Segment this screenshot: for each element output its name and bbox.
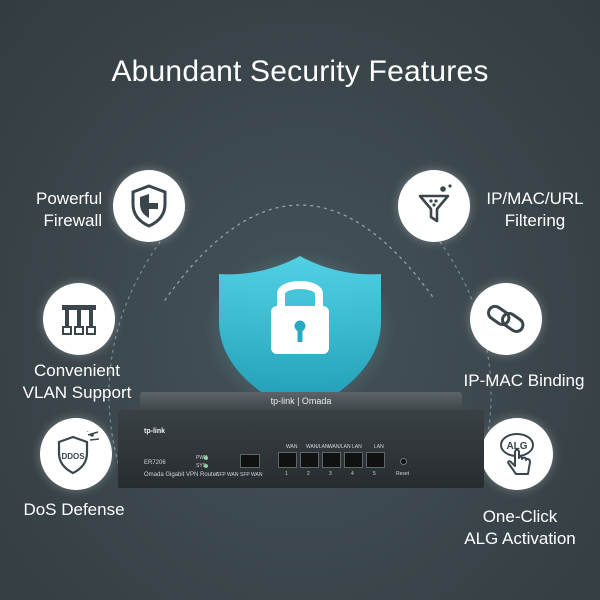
vlan-label-line2: VLAN Support <box>22 383 132 402</box>
router-device: tp-link | Omada tp-link ER7206 Omada Gig… <box>118 392 484 492</box>
sfp-label-1: SFP WAN <box>216 472 239 478</box>
firewall-label: Powerful Firewall <box>36 188 102 232</box>
ethernet-port-3 <box>322 452 341 468</box>
router-top-brand: tp-link | Omada <box>270 396 332 406</box>
led-label-sys: SYS <box>196 463 207 469</box>
ddos-icon-text: DDOS <box>61 452 85 461</box>
alg-icon-text: ALG <box>506 441 527 452</box>
router-top-panel: tp-link | Omada <box>140 392 462 412</box>
dos-label: DoS Defense <box>14 499 134 521</box>
reset-button <box>400 458 407 465</box>
pwr-led <box>204 456 208 460</box>
filtering-label: IP/MAC/URL Filtering <box>482 188 588 232</box>
ethernet-port-4 <box>344 452 363 468</box>
binding-label-line1: IP-MAC Binding <box>463 371 585 390</box>
shield-icon <box>113 170 185 242</box>
vlan-label: Convenient VLAN Support <box>14 360 140 404</box>
port-group-label-1: WAN <box>286 444 298 450</box>
ddos-icon: DDOS <box>40 418 112 490</box>
filtering-label-line2: Filtering <box>504 211 566 230</box>
vlan-label-line1: Convenient <box>33 361 120 380</box>
router-front-panel: tp-link ER7206 Omada Gigabit VPN Router … <box>118 410 484 488</box>
router-subtitle: Omada Gigabit VPN Router <box>144 472 219 478</box>
port-number-1: 1 <box>285 471 288 477</box>
firewall-label-line2: Firewall <box>43 211 102 230</box>
link-icon <box>470 283 542 355</box>
alg-label-line2: ALG Activation <box>464 529 576 548</box>
port-number-4: 4 <box>351 471 354 477</box>
port-number-3: 3 <box>329 471 332 477</box>
sys-led <box>204 464 208 468</box>
port-group-label-4: LAN <box>352 444 362 450</box>
security-shield-illustration <box>205 250 395 425</box>
port-number-2: 2 <box>307 471 310 477</box>
sfp-port <box>240 454 260 468</box>
ethernet-port-5 <box>366 452 385 468</box>
port-number-5: 5 <box>373 471 376 477</box>
alg-touch-icon: ALG <box>481 418 553 490</box>
port-group-label-3: WAN/LAN <box>328 444 351 450</box>
router-brand-face: tp-link <box>144 428 165 435</box>
dos-label-line1: DoS Defense <box>23 500 125 519</box>
alg-label: One-Click ALG Activation <box>460 506 580 550</box>
port-group-label-2: WAN/LAN <box>306 444 329 450</box>
ethernet-port-2 <box>300 452 319 468</box>
led-label-pwr: PWR <box>196 455 208 461</box>
firewall-label-line1: Powerful <box>36 189 103 208</box>
page-title: Abundant Security Features <box>111 55 489 88</box>
ethernet-port-1 <box>278 452 297 468</box>
sfp-label-2: SFP WAN <box>240 472 263 478</box>
binding-label: IP-MAC Binding <box>457 370 591 392</box>
router-model: ER7206 <box>144 460 166 466</box>
port-group-label-5: LAN <box>374 444 384 450</box>
vlan-icon <box>43 283 115 355</box>
reset-label: Reset <box>396 471 410 477</box>
alg-label-line1: One-Click <box>482 507 558 526</box>
filter-icon <box>398 170 470 242</box>
filtering-label-line1: IP/MAC/URL <box>486 189 584 208</box>
